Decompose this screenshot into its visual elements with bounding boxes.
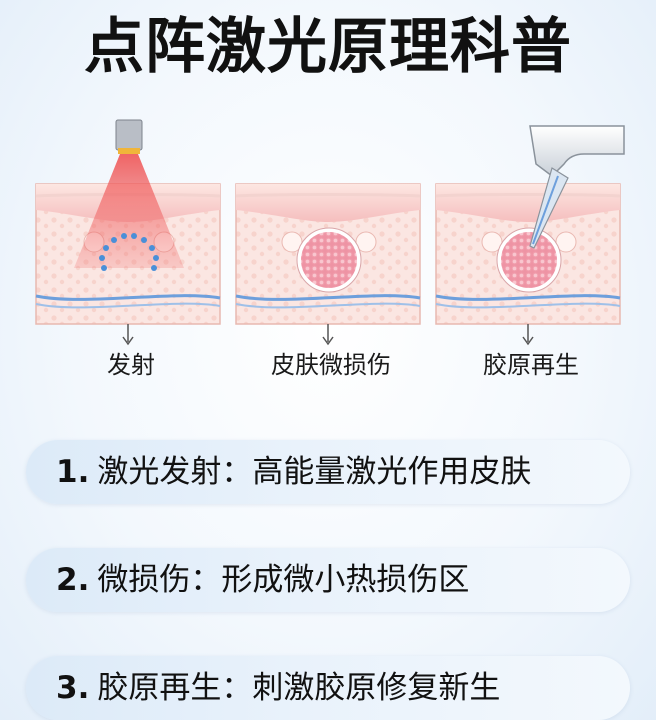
step-card-1: 1.激光发射：高能量激光作用皮肤 (26, 440, 630, 504)
step-description: 胶原再生：刺激胶原修复新生 (97, 670, 501, 706)
page-title: 点阵激光原理科普 (84, 12, 572, 82)
laser-emitter-icon (115, 119, 143, 151)
skin-cross-section (35, 119, 221, 346)
step-number: 3. (56, 670, 90, 706)
step-text-2: 2.微损伤：形成微小热损伤区 (56, 548, 469, 612)
micro-injury-zone-icon (297, 228, 361, 292)
panel-label-micro-injury: 皮肤微损伤 (271, 351, 391, 379)
panel-label-collagen: 胶原再生 (483, 351, 579, 379)
step-description: 激光发射：高能量激光作用皮肤 (97, 454, 532, 490)
laser-beam (74, 154, 184, 268)
panel-micro-injury: 皮肤微损伤 (234, 118, 428, 390)
skin-cross-section (435, 125, 625, 346)
panel-emission: 发射 (34, 118, 228, 390)
step-description: 微损伤：形成微小热损伤区 (97, 562, 470, 598)
laser-dots (99, 233, 159, 271)
step-number: 1. (56, 454, 90, 490)
step-number: 2. (56, 562, 90, 598)
panel-label-emission: 发射 (107, 351, 155, 379)
step-text-3: 3.胶原再生：刺激胶原修复新生 (56, 656, 500, 720)
skin-cross-section (235, 183, 421, 346)
collagen-zone (497, 228, 561, 292)
panel-collagen: 胶原再生 (434, 118, 628, 390)
step-card-2: 2.微损伤：形成微小热损伤区 (26, 548, 630, 612)
step-card-3: 3.胶原再生：刺激胶原修复新生 (26, 656, 630, 720)
step-text-1: 1.激光发射：高能量激光作用皮肤 (56, 440, 531, 504)
collagen-probe-icon (529, 125, 625, 249)
